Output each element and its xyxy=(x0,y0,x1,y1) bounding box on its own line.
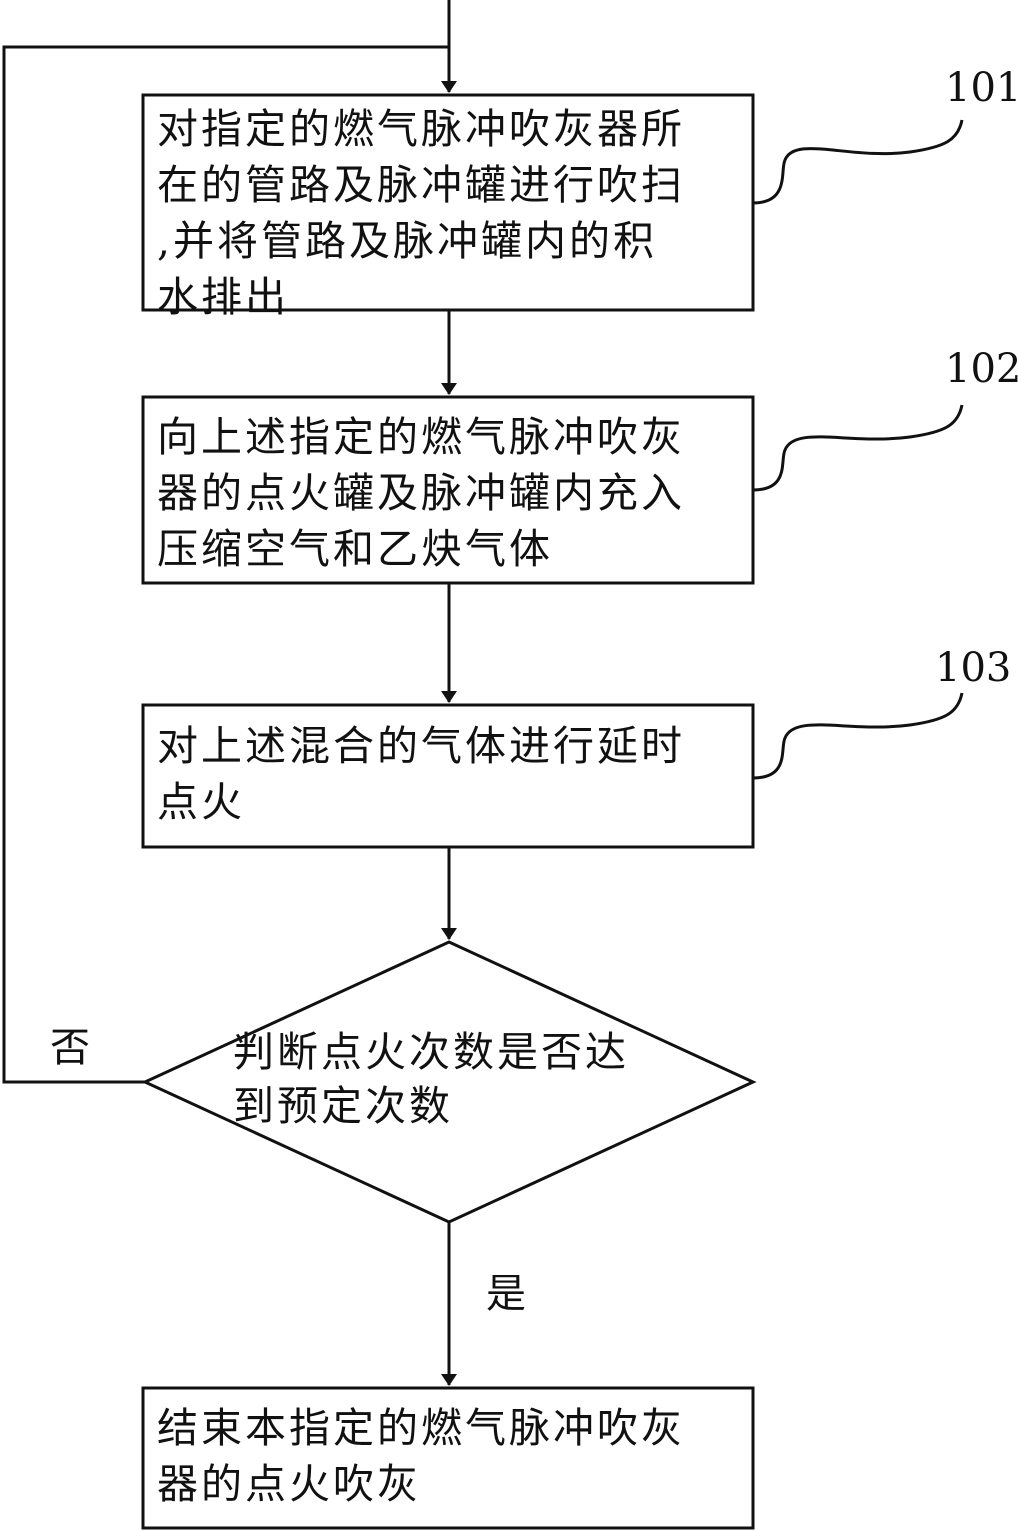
step-text-101: 对指定的燃气脉冲吹灰器所 在的管路及脉冲罐进行吹扫 ,并将管路及脉冲罐内的积 水… xyxy=(157,101,685,325)
step-101-line: 对指定的燃气脉冲吹灰器所 xyxy=(157,101,685,157)
step-101-line: 水排出 xyxy=(157,269,685,325)
step-103-line: 对上述混合的气体进行延时 xyxy=(157,718,685,774)
step-101-line: ,并将管路及脉冲罐内的积 xyxy=(157,213,685,269)
leader-line-103 xyxy=(753,693,962,778)
step-101-line: 在的管路及脉冲罐进行吹扫 xyxy=(157,157,685,213)
step-text-102: 向上述指定的燃气脉冲吹灰 器的点火罐及脉冲罐内充入 压缩空气和乙炔气体 xyxy=(157,409,685,577)
end-line: 器的点火吹灰 xyxy=(157,1456,685,1512)
decision-text: 判断点火次数是否达 到预定次数 xyxy=(233,1025,629,1133)
branch-no-label: 否 xyxy=(50,1026,90,1070)
ref-label-101: 101 xyxy=(945,66,1018,110)
step-102-line: 压缩空气和乙炔气体 xyxy=(157,521,685,577)
decision-line: 判断点火次数是否达 xyxy=(233,1025,629,1079)
ref-label-103: 103 xyxy=(935,646,1011,690)
leader-line-101 xyxy=(753,120,962,203)
leader-line-102 xyxy=(753,405,962,490)
step-102-line: 向上述指定的燃气脉冲吹灰 xyxy=(157,409,685,465)
branch-yes-label: 是 xyxy=(486,1272,526,1316)
step-text-103: 对上述混合的气体进行延时 点火 xyxy=(157,718,685,830)
end-text: 结束本指定的燃气脉冲吹灰 器的点火吹灰 xyxy=(157,1400,685,1512)
ref-label-102: 102 xyxy=(945,347,1018,391)
end-line: 结束本指定的燃气脉冲吹灰 xyxy=(157,1400,685,1456)
step-102-line: 器的点火罐及脉冲罐内充入 xyxy=(157,465,685,521)
decision-line: 到预定次数 xyxy=(233,1079,629,1133)
step-103-line: 点火 xyxy=(157,774,685,830)
